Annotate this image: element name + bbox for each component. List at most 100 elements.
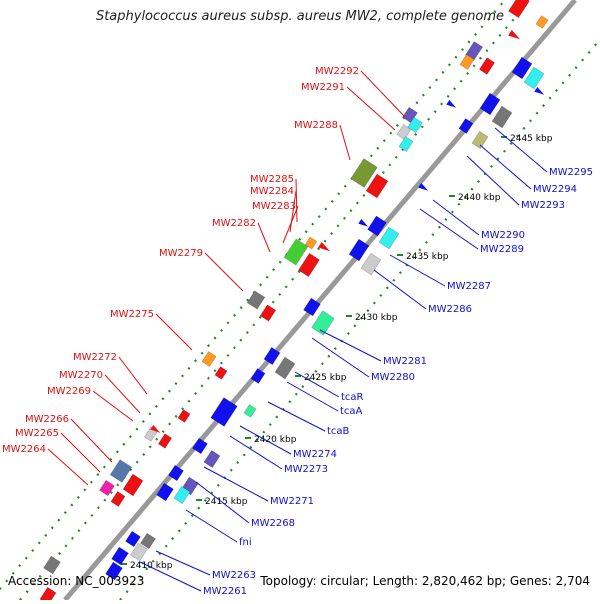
forward-gene-block <box>177 409 191 423</box>
direction-arrow <box>318 241 331 252</box>
scale-label: 2410 kbp <box>130 561 173 571</box>
forward-gene-label: MW2292 <box>315 66 359 77</box>
reverse-gene-label: tcaR <box>341 392 364 403</box>
forward-gene-block <box>110 491 126 507</box>
forward-gene-block <box>508 0 530 19</box>
reverse-gene-label: MW2289 <box>480 244 524 255</box>
reverse-label-line <box>294 371 340 398</box>
forward-gene-label: MW2283 <box>252 201 296 212</box>
forward-gene-label: MW2272 <box>73 352 117 363</box>
reverse-gene-label: fni <box>239 537 252 548</box>
forward-label-line <box>257 222 271 253</box>
reverse-label-line <box>239 425 292 455</box>
reverse-gene-block <box>156 482 174 502</box>
reverse-label-line <box>267 401 326 432</box>
forward-label-line <box>204 252 244 292</box>
forward-label-line <box>339 124 351 161</box>
reverse-gene-label: MW2287 <box>447 281 491 292</box>
reverse-gene-label: MW2281 <box>383 356 427 367</box>
reverse-label-line <box>286 381 339 412</box>
forward-label-line <box>118 356 148 395</box>
forward-gene-label: MW2270 <box>59 370 103 381</box>
forward-label-line <box>360 70 406 118</box>
forward-gene-block <box>259 304 277 322</box>
forward-gene-block <box>157 433 173 449</box>
forward-gene-block <box>39 586 57 604</box>
reverse-label-line <box>185 509 238 543</box>
reverse-label-line <box>466 155 520 206</box>
reverse-gene-block <box>203 449 221 469</box>
forward-label-line <box>295 178 298 223</box>
forward-gene-label: MW2265 <box>15 428 59 439</box>
reverse-gene-block <box>303 297 321 317</box>
forward-label-line <box>70 418 113 463</box>
direction-arrow <box>534 86 545 95</box>
forward-gene-block <box>407 116 423 134</box>
reverse-label-line <box>479 144 532 190</box>
reverse-gene-block <box>111 546 129 566</box>
reverse-gene-label: MW2290 <box>481 230 525 241</box>
forward-gene-block <box>298 252 320 278</box>
reverse-gene-label: MW2273 <box>284 464 328 475</box>
forward-gene-label: MW2266 <box>25 414 69 425</box>
reverse-gene-label: MW2268 <box>251 518 295 529</box>
reverse-gene-block <box>105 561 123 581</box>
reverse-gene-block <box>458 118 474 134</box>
forward-gene-label: MW2285 <box>250 174 294 185</box>
reverse-label-line <box>229 435 283 470</box>
reverse-gene-block <box>479 92 501 116</box>
forward-gene-block <box>201 351 217 367</box>
reverse-gene-block <box>348 238 370 262</box>
forward-gene-block <box>398 136 414 152</box>
forward-gene-block <box>365 173 389 199</box>
reverse-gene-block <box>250 368 266 384</box>
reverse-label-line <box>494 127 548 173</box>
forward-gene-block <box>214 366 228 380</box>
reverse-gene-block <box>140 532 156 550</box>
forward-gene-block <box>459 54 475 70</box>
forward-label-line <box>47 448 89 486</box>
forward-gene-block <box>246 290 266 310</box>
forward-gene-label: MW2264 <box>2 444 46 455</box>
reverse-gene-label: MW2274 <box>293 449 337 460</box>
reverse-label-line <box>311 337 370 378</box>
direction-arrow <box>418 182 429 191</box>
dotted-guide-line <box>0 0 506 591</box>
forward-gene-block <box>396 124 412 140</box>
reverse-label-line <box>319 329 382 362</box>
forward-gene-block <box>99 479 115 497</box>
reverse-gene-block <box>274 356 296 380</box>
reverse-gene-block <box>471 130 489 150</box>
reverse-gene-block <box>523 66 545 90</box>
reverse-gene-block <box>125 530 141 548</box>
reverse-gene-block <box>491 105 513 129</box>
forward-label-line <box>282 205 299 244</box>
scale-label: 2435 kbp <box>406 252 449 262</box>
reverse-gene-label: MW2280 <box>371 372 415 383</box>
reverse-label-line <box>203 466 269 502</box>
forward-label-line <box>60 432 101 473</box>
reverse-gene-block <box>210 397 238 427</box>
forward-gene-block <box>535 15 549 29</box>
reverse-gene-label: MW2261 <box>203 586 247 597</box>
reverse-label-line <box>195 481 250 524</box>
reverse-gene-block <box>367 215 387 237</box>
reverse-gene-label: MW2263 <box>212 570 256 581</box>
forward-gene-label: MW2288 <box>294 120 338 131</box>
direction-arrow <box>446 99 457 108</box>
scale-label: 2425 kbp <box>304 373 347 383</box>
forward-gene-block <box>350 158 378 188</box>
forward-gene-label: MW2269 <box>47 386 91 397</box>
reverse-label-line <box>432 199 480 236</box>
reverse-label-line <box>373 269 427 310</box>
forward-gene-label: MW2291 <box>301 82 345 93</box>
reverse-gene-block <box>192 437 208 455</box>
direction-arrow <box>508 29 521 40</box>
scale-label: 2430 kbp <box>355 313 398 323</box>
forward-gene-block <box>283 238 309 266</box>
forward-gene-label: MW2284 <box>250 186 294 197</box>
forward-gene-block <box>109 459 133 483</box>
topology-summary: Topology: circular; Length: 2,820,462 bp… <box>260 574 590 588</box>
